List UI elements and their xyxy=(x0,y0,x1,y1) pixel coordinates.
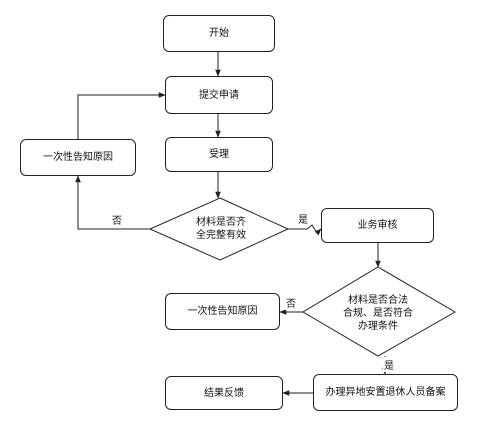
result-feedback-node: 结果反馈 xyxy=(165,376,283,410)
business-review-node: 业务审核 xyxy=(321,208,434,243)
edge-notify-to-submit xyxy=(77,92,166,139)
submit-application-node: 提交申请 xyxy=(165,76,273,114)
edge-label-compliance-no: 否 xyxy=(285,295,297,310)
edge-decision-no-to-notify xyxy=(75,175,150,230)
edge-label-compliance-yes: 是 xyxy=(383,357,395,372)
process-filing-node: 办理异地安置退休人员备案 xyxy=(313,374,458,411)
accept-node: 受理 xyxy=(165,137,273,172)
notify-reason-left-node: 一次性告知原因 xyxy=(20,139,136,176)
decision-compliance-label: 材料是否合法 合规、是否符合 办理条件 xyxy=(343,294,413,332)
start-node: 开始 xyxy=(163,15,275,52)
decision-materials-diamond xyxy=(148,197,290,261)
decision-materials-label: 材料是否齐 全完整有效 xyxy=(196,217,246,241)
edge-label-materials-no: 否 xyxy=(111,212,123,227)
edge-decision-yes-to-review xyxy=(288,224,322,236)
decision-compliance-diamond xyxy=(302,266,456,357)
edge-label-materials-yes: 是 xyxy=(297,211,309,226)
notify-reason-bottom-node: 一次性告知原因 xyxy=(165,293,280,330)
